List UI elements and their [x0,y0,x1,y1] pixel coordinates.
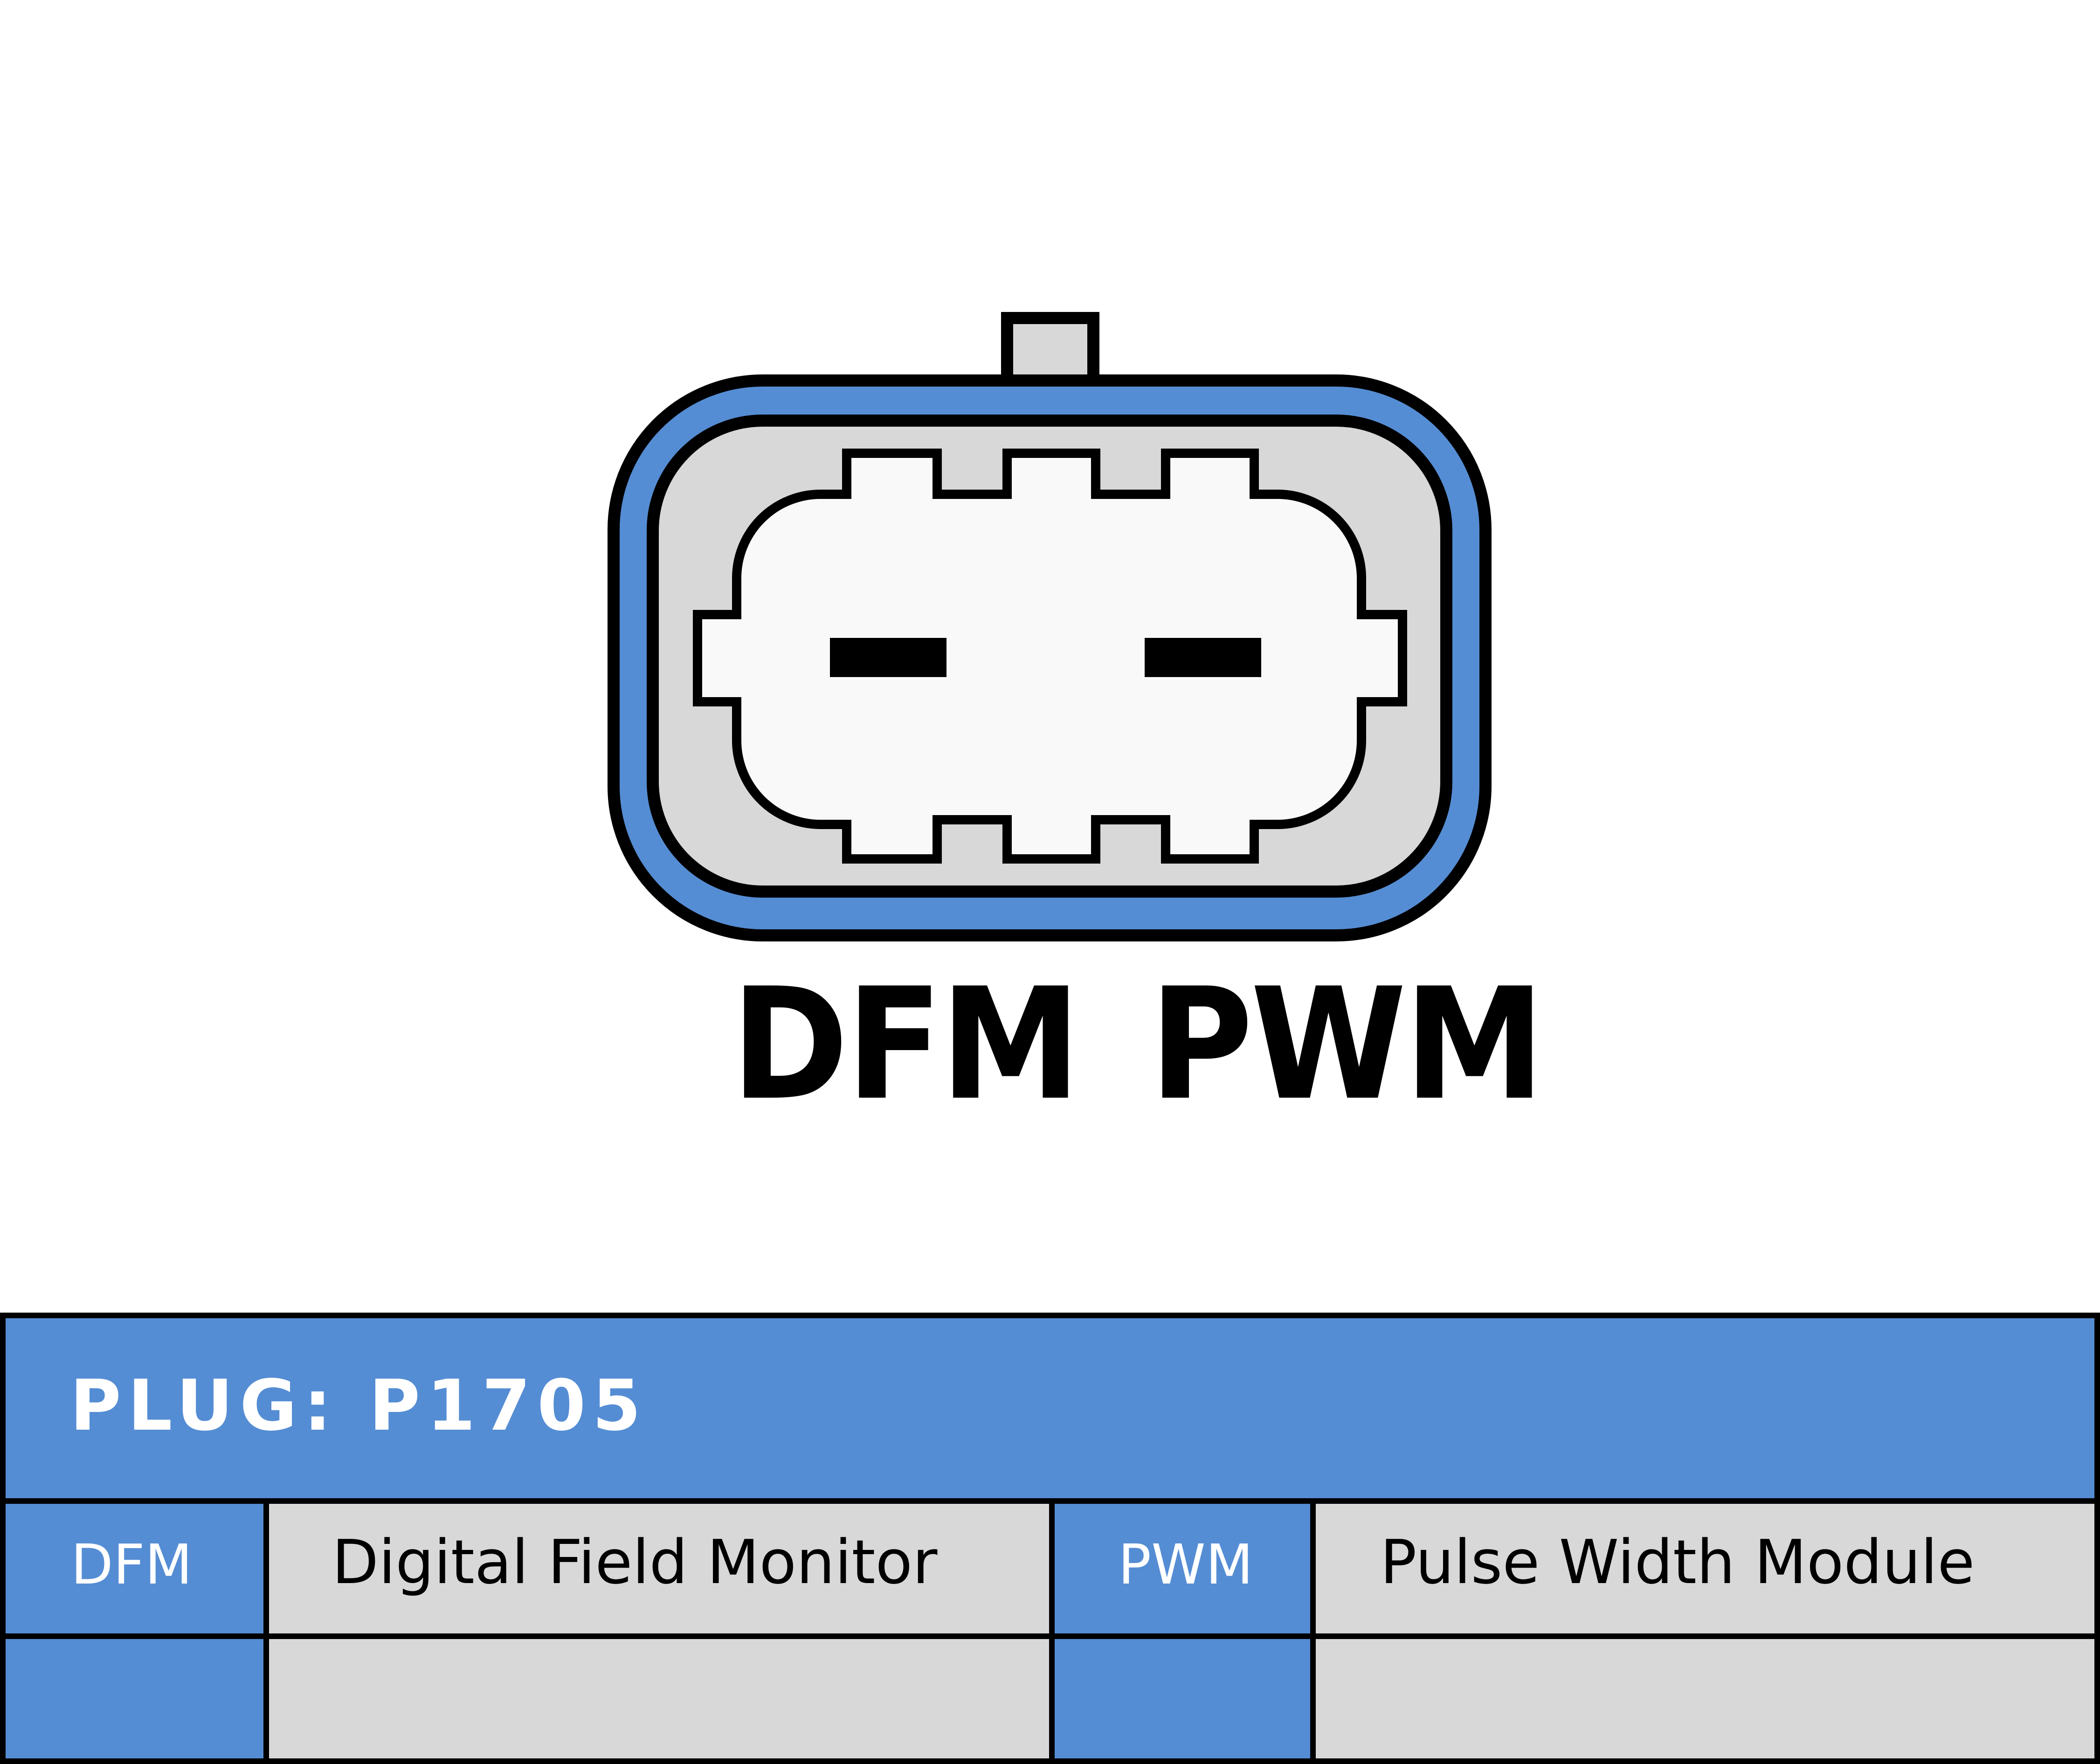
latch-tab [1001,312,1099,389]
table-row1-pin2-desc-cell [1310,1498,2100,1639]
pin-label-dfm: DFM [731,955,1081,1134]
row1-pin1-code: DFM [71,1532,193,1597]
connector-diagram [608,312,1492,941]
connector-insert [693,449,1407,864]
table-row2-pin1-desc-cell [263,1633,1055,1764]
pin-labels: DFM PWM [718,955,1557,1134]
pin-pwm [1145,638,1261,677]
pin-label-pwm: PWM [1149,955,1545,1134]
row1-pin2-desc: Pulse Width Module [1380,1527,1975,1598]
pin-dfm [830,638,946,677]
table-row2-pin1-code-cell [0,1633,269,1764]
table-row2-pin2-code-cell [1049,1633,1316,1764]
table-row1-pin1-code-cell [0,1498,269,1639]
table-row2-pin2-desc-cell [1310,1633,2100,1764]
pinout-table [0,1313,2100,1764]
table-row1-pin2-code-cell [1049,1498,1316,1639]
row1-pin2-code: PWM [1118,1532,1253,1597]
plug-title: PLUG: P1705 [70,1365,648,1446]
row1-pin1-desc: Digital Field Monitor [332,1527,938,1598]
